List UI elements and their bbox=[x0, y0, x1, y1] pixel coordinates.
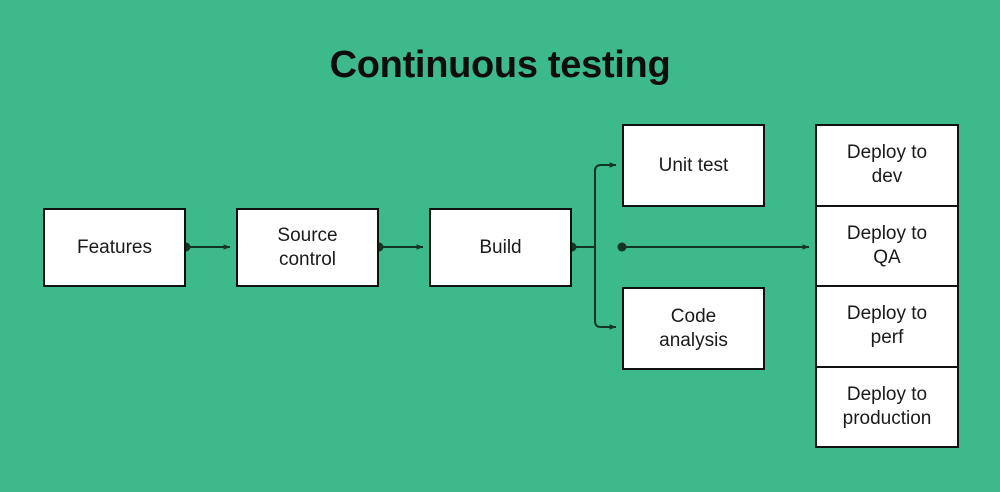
node-deploy-perf-label: Deploy to perf bbox=[835, 302, 939, 350]
node-deploy-production-label-line1: Deploy to bbox=[846, 383, 928, 405]
node-deploy-production[interactable]: Deploy to production bbox=[817, 368, 957, 447]
node-code-analysis[interactable]: Code analysis bbox=[622, 287, 765, 370]
node-deploy-qa-label-line1: Deploy to bbox=[846, 222, 928, 244]
node-features-label: Features bbox=[77, 236, 152, 258]
node-deploy-qa[interactable]: Deploy to QA bbox=[817, 207, 957, 287]
node-deploy-qa-label-line2: QA bbox=[873, 246, 901, 268]
edge-features-to-source-control bbox=[181, 242, 231, 252]
node-deploy-production-label-line2: production bbox=[842, 407, 932, 429]
node-build-label: Build bbox=[479, 236, 522, 258]
node-deploy-dev-label-line1: Deploy to bbox=[846, 142, 928, 164]
node-deploy-dev[interactable]: Deploy to dev bbox=[817, 126, 957, 207]
node-features[interactable]: Features bbox=[43, 208, 186, 287]
node-code-analysis-label: Code analysis bbox=[643, 305, 744, 353]
node-code-analysis-label-line2: analysis bbox=[659, 329, 728, 351]
node-source-control-label: Source control bbox=[261, 224, 353, 272]
node-deploy-dev-label: Deploy to dev bbox=[835, 141, 939, 189]
node-deploy-perf-label-line2: perf bbox=[870, 327, 904, 349]
edge-build-branch bbox=[567, 162, 617, 330]
node-deploy-dev-label-line2: dev bbox=[871, 166, 903, 188]
node-deploy-perf[interactable]: Deploy to perf bbox=[817, 287, 957, 368]
node-source-control-label-line2: control bbox=[278, 248, 336, 270]
node-code-analysis-label-line1: Code bbox=[670, 305, 717, 327]
page-title: Continuous testing bbox=[329, 44, 671, 86]
node-unit-test[interactable]: Unit test bbox=[622, 124, 765, 207]
edge-to-deploy-qa bbox=[617, 242, 810, 252]
node-deploy-perf-label-line1: Deploy to bbox=[846, 303, 928, 325]
node-unit-test-label: Unit test bbox=[658, 154, 729, 176]
deploy-stack: Deploy to dev Deploy to QA Deploy to per… bbox=[815, 124, 959, 448]
node-deploy-production-label: Deploy to production bbox=[831, 383, 944, 431]
node-build[interactable]: Build bbox=[429, 208, 572, 287]
node-source-control[interactable]: Source control bbox=[236, 208, 379, 287]
node-source-control-label-line1: Source bbox=[277, 224, 338, 246]
edge-source-control-to-build bbox=[374, 242, 424, 252]
node-deploy-qa-label: Deploy to QA bbox=[835, 222, 939, 270]
